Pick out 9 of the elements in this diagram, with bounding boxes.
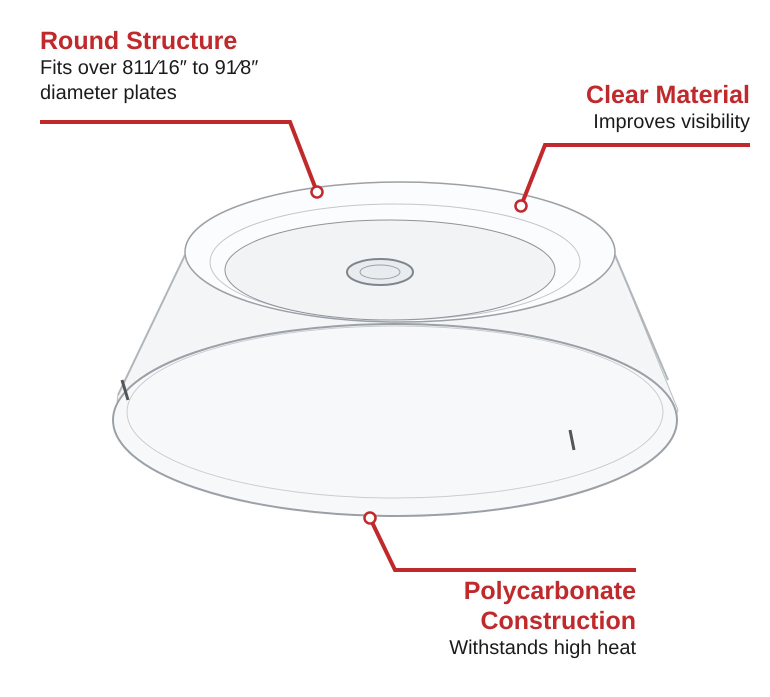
callout-description: Fits over 811⁄16″ to 91⁄8″ diameter plates: [40, 56, 260, 106]
callout-heading: Round Structure: [40, 26, 238, 56]
leader-line: [363, 511, 636, 572]
leader-line: [40, 120, 324, 199]
callout-description: Withstands high heat: [449, 636, 636, 661]
callout-heading: Clear Material: [586, 80, 750, 110]
callout-heading: Polycarbonate Construction: [462, 576, 636, 636]
callout-description: Improves visibility: [593, 110, 750, 135]
leader-line: [514, 143, 750, 213]
